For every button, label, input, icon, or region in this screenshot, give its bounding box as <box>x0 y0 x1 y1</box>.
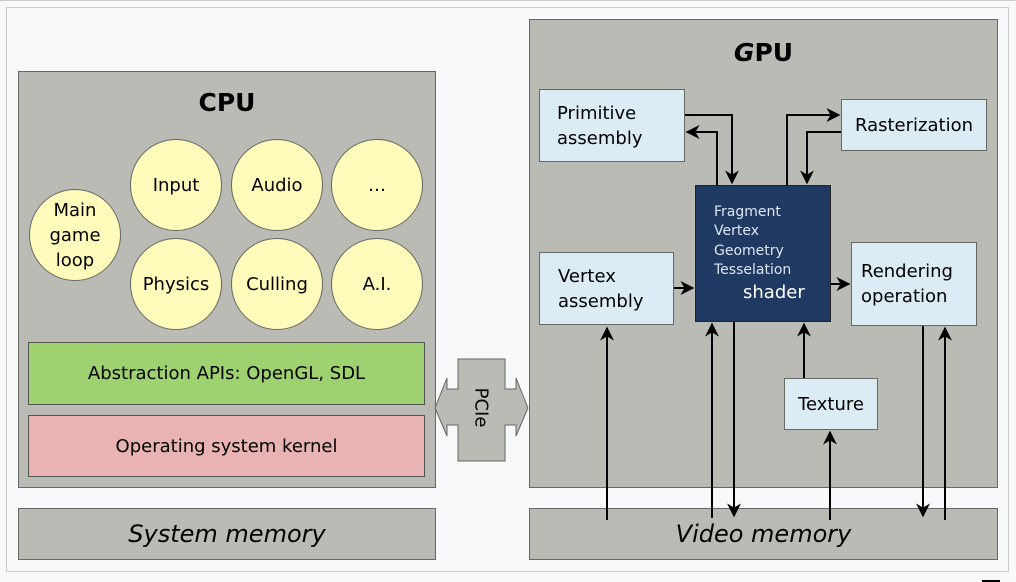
gpu-title: GPU <box>529 38 998 67</box>
rendering-operation-box: Rendering operation <box>851 242 977 326</box>
top-border <box>0 0 1016 1</box>
more-circle: … <box>331 139 423 231</box>
shader-type-geometry: Geometry <box>714 243 784 259</box>
video-memory: Video memory <box>529 508 998 560</box>
gpu-title-g: G <box>733 38 755 67</box>
abstraction-apis-bar: Abstraction APIs: OpenGL, SDL <box>28 342 425 405</box>
primitive-assembly-box: Primitive assembly <box>539 89 685 162</box>
audio-circle: Audio <box>231 139 323 231</box>
shader-label: shader <box>743 282 805 303</box>
pcie-label: PCIe <box>470 387 492 428</box>
os-kernel-bar: Operating system kernel <box>28 415 425 477</box>
main-game-loop-circle: Main game loop <box>29 189 121 281</box>
vertex-assembly-box: Vertex assembly <box>539 252 674 325</box>
shader-type-tesselation: Tesselation <box>714 262 792 278</box>
system-memory: System memory <box>18 508 436 560</box>
shader-box: Fragment Vertex Geometry Tesselation sha… <box>695 185 831 322</box>
shader-type-vertex: Vertex <box>714 223 760 239</box>
input-circle: Input <box>130 139 222 231</box>
rasterization-box: Rasterization <box>841 99 987 151</box>
shader-type-fragment: Fragment <box>714 204 781 220</box>
culling-circle: Culling <box>231 238 323 330</box>
ai-circle: A.I. <box>331 238 423 330</box>
cpu-title: CPU <box>198 88 256 117</box>
corner-mark <box>982 580 1000 582</box>
texture-box: Texture <box>784 378 878 430</box>
gpu-title-rest: PU <box>754 38 794 67</box>
physics-circle: Physics <box>130 238 222 330</box>
